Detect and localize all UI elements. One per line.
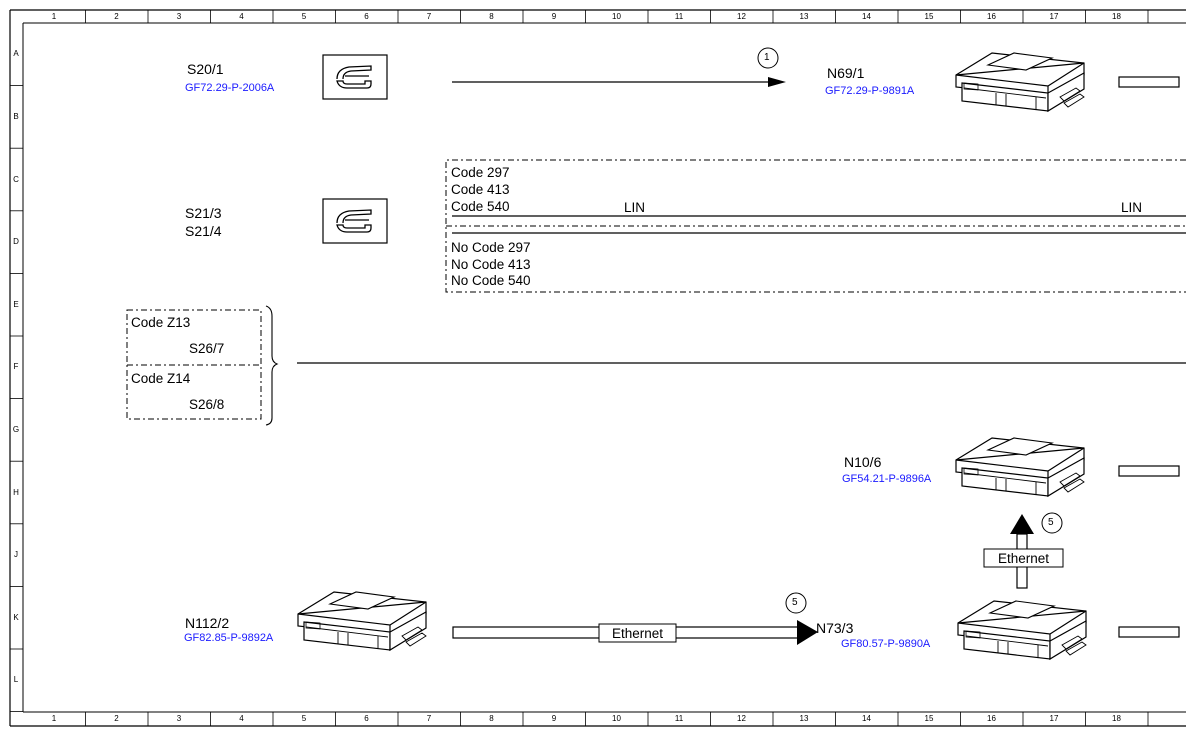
code-z14-label: Code Z14 (131, 371, 191, 386)
code-z13-label: Code Z13 (131, 315, 191, 330)
row-label-l: L (13, 675, 19, 685)
row-label-e: E (13, 299, 19, 309)
row-label-h: H (13, 487, 19, 497)
n73-3-ref-link[interactable]: GF80.57-P-9890A (841, 638, 931, 650)
top-column-label-4: 4 (239, 12, 244, 21)
code-297-label: Code 297 (451, 165, 510, 180)
s21-4-label: S21/4 (185, 223, 222, 239)
ethernet-vertical-connection (983, 514, 1064, 589)
n112-2-ecu-symbol (297, 591, 427, 651)
marker-1-label: 1 (764, 52, 770, 63)
row-label-f: F (13, 362, 19, 372)
code-box (445, 159, 1186, 293)
bottom-column-label-4: 4 (239, 714, 244, 723)
top-column-label-11: 11 (674, 12, 684, 21)
top-column-label-12: 12 (737, 12, 746, 21)
bottom-column-label-7: 7 (426, 714, 432, 723)
s26-7-label: S26/7 (189, 341, 225, 356)
s20-1-switch-symbol (322, 54, 388, 100)
n112-2-ref-link[interactable]: GF82.85-P-9892A (184, 632, 274, 644)
top-column-label-17: 17 (1049, 12, 1059, 21)
top-column-label-3: 3 (176, 12, 182, 21)
n69-1-label: N69/1 (827, 65, 865, 81)
top-column-label-1: 1 (51, 12, 57, 21)
frame (9, 9, 1186, 727)
marker-circle-1 (757, 47, 779, 69)
connection-s20-n69 (452, 77, 786, 87)
marker-circle-5-horizontal (785, 592, 807, 614)
bottom-column-label-12: 12 (737, 714, 746, 723)
ethernet-horizontal-connection (452, 620, 818, 645)
n73-3-label: N73/3 (816, 620, 854, 636)
code-413-label: Code 413 (451, 182, 510, 197)
row-label-j: J (14, 550, 18, 560)
n10-6-label: N10/6 (844, 454, 882, 470)
top-column-label-6: 6 (364, 12, 369, 21)
s20-1-label: S20/1 (187, 61, 224, 77)
bottom-column-label-10: 10 (612, 714, 621, 723)
bottom-column-label-5: 5 (301, 714, 307, 723)
s21-switch-symbol (322, 198, 388, 244)
row-label-c: C (13, 174, 19, 184)
top-column-label-10: 10 (612, 12, 621, 21)
bottom-column-label-3: 3 (176, 714, 182, 723)
bottom-column-label-6: 6 (364, 714, 369, 723)
n10-6-ecu-symbol (955, 437, 1085, 497)
s26-code-boxes (126, 305, 279, 426)
no-code-540-label: No Code 540 (451, 273, 531, 288)
n73-3-bus-stub (1118, 626, 1180, 638)
top-column-label-13: 13 (799, 12, 809, 21)
n69-1-ecu-symbol (955, 52, 1085, 112)
top-column-label-18: 18 (1112, 12, 1121, 21)
n10-6-bus-stub (1118, 465, 1180, 477)
ruler-ticks (10, 10, 1149, 726)
bottom-column-label-17: 17 (1049, 714, 1059, 723)
row-label-a: A (13, 49, 19, 59)
s26-8-label: S26/8 (189, 397, 225, 412)
bottom-column-label-11: 11 (674, 714, 684, 723)
top-column-label-5: 5 (301, 12, 307, 21)
top-column-label-7: 7 (426, 12, 432, 21)
marker-5-vertical-label: 5 (1048, 517, 1054, 528)
n10-6-ref-link[interactable]: GF54.21-P-9896A (842, 473, 932, 485)
top-column-label-16: 16 (987, 12, 996, 21)
bottom-column-label-15: 15 (924, 714, 934, 723)
bottom-column-label-2: 2 (114, 714, 119, 723)
bottom-column-label-16: 16 (987, 714, 996, 723)
s20-1-ref-link[interactable]: GF72.29-P-2006A (185, 82, 275, 94)
s21-3-label: S21/3 (185, 205, 222, 221)
row-label-b: B (13, 111, 19, 121)
lin-bus-label-right: LIN (1121, 200, 1143, 215)
n69-1-ref-link[interactable]: GF72.29-P-9891A (825, 85, 915, 97)
bottom-column-label-14: 14 (862, 714, 871, 723)
n73-3-ecu-symbol (957, 600, 1087, 660)
bottom-column-label-9: 9 (551, 714, 557, 723)
no-code-413-label: No Code 413 (451, 257, 531, 272)
row-label-k: K (13, 612, 19, 622)
ethernet-vertical-label: Ethernet (997, 551, 1050, 566)
bottom-column-label-18: 18 (1112, 714, 1121, 723)
lin-bus-label-left: LIN (624, 200, 646, 215)
ethernet-horizontal-label: Ethernet (611, 626, 664, 641)
marker-circle-5-vertical (1041, 512, 1063, 534)
row-label-g: G (12, 424, 20, 434)
row-label-d: D (13, 237, 19, 247)
top-column-label-8: 8 (489, 12, 494, 21)
top-column-label-15: 15 (924, 12, 934, 21)
top-column-label-2: 2 (114, 12, 119, 21)
n112-2-label: N112/2 (185, 615, 230, 631)
marker-5-horizontal-label: 5 (792, 597, 798, 608)
bottom-column-label-1: 1 (51, 714, 57, 723)
bottom-column-label-8: 8 (489, 714, 494, 723)
bottom-column-label-13: 13 (799, 714, 809, 723)
code-540-label: Code 540 (451, 199, 510, 214)
top-column-label-9: 9 (551, 12, 557, 21)
top-column-label-14: 14 (862, 12, 871, 21)
no-code-297-label: No Code 297 (451, 240, 531, 255)
n69-1-bus-stub (1118, 76, 1180, 88)
